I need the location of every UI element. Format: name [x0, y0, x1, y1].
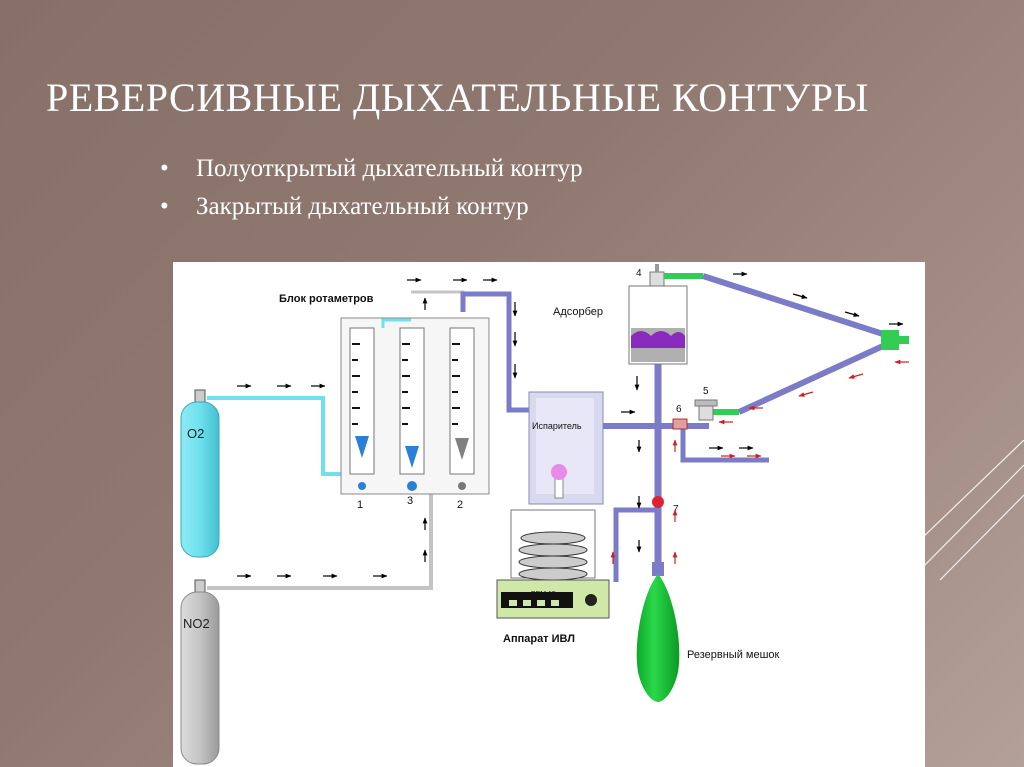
bullet-item: • Закрытый дыхательный контур [160, 188, 583, 226]
rotameter-number-2: 2 [457, 499, 463, 511]
inspiratory-hose [702, 273, 884, 337]
slide-title: РЕВЕРСИВНЫЕ ДЫХАТЕЛЬНЫЕ КОНТУРЫ [46, 75, 869, 120]
bullet-item: • Полуоткрытый дыхательный контур [160, 150, 583, 188]
return-arrows [610, 359, 909, 564]
point-6: 6 [676, 404, 682, 415]
expiratory-hose [737, 343, 885, 415]
rotameter-number-1: 1 [357, 499, 363, 511]
vaporizer-label: Испаритель [532, 421, 582, 431]
o2-line [207, 396, 356, 476]
flow-arrows [237, 271, 904, 579]
rotameter-tube-2 [449, 327, 475, 475]
rotameter-block: Блок ротаметров 1 3 2 [279, 293, 490, 511]
rotameter-number-3: 3 [407, 495, 413, 507]
fresh-gas-line [460, 291, 529, 413]
vaporizer: Испаритель [528, 391, 604, 505]
valve-5: 5 [694, 386, 718, 421]
knob-3 [407, 481, 417, 491]
point-7: 7 [673, 504, 679, 515]
no2-line [207, 482, 456, 590]
reserve-bag-label: Резервный мешок [687, 649, 780, 661]
point-5: 5 [703, 386, 709, 397]
knob-1 [358, 482, 366, 490]
o2-label: O2 [187, 426, 204, 441]
point-4: 4 [636, 268, 642, 279]
decorative-lines [920, 440, 1024, 581]
knob-2 [458, 482, 466, 490]
ventilator-label: Аппарат ИВЛ [503, 633, 575, 645]
bullet-dot: • [160, 193, 169, 220]
bullet-dot: • [160, 155, 169, 182]
adsorber-label: Адсорбер [553, 306, 603, 318]
valve-6: 6 [672, 404, 688, 430]
anesthesia-circuit-diagram: O2 NO2 Блок ротаметров [173, 262, 925, 767]
bullet-text: Полуоткрытый дыхательный контур [196, 155, 583, 182]
bullet-text: Закрытый дыхательный контур [196, 193, 529, 220]
rotameter-tube-1 [349, 327, 375, 475]
y-piece [881, 330, 909, 350]
ventilator-model: ВРМ 15 [531, 591, 556, 598]
adsorber: Адсорбер 4 [553, 264, 688, 365]
bullet-list: • Полуоткрытый дыхательный контур • Закрыт… [160, 150, 583, 226]
rotameter-block-label: Блок ротаметров [279, 293, 374, 305]
reserve-bag: Резервный мешок [636, 562, 780, 702]
rotameter-tube-3 [399, 327, 425, 475]
o2-cylinder: O2 [180, 389, 220, 558]
no2-cylinder: NO2 [180, 579, 220, 765]
ventilator: ВРМ 15 Аппарат ИВЛ [496, 509, 610, 645]
no2-label: NO2 [183, 616, 210, 631]
